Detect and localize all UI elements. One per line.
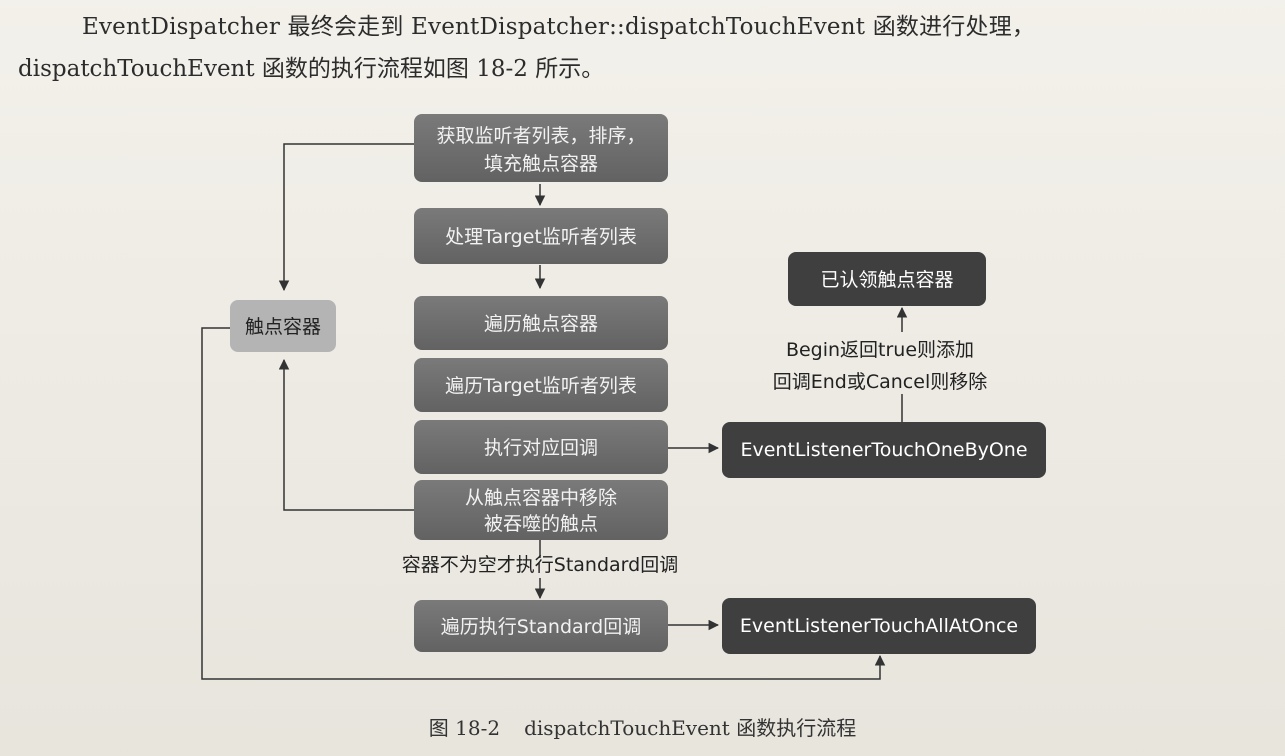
node-claimed-container: 已认领触点容器 <box>788 252 986 306</box>
figure-caption: 图 18-2 dispatchTouchEvent 函数执行流程 <box>0 712 1285 741</box>
iterate-touches-text: 遍历触点容器 <box>484 313 598 335</box>
paragraph-line-2: dispatchTouchEvent 函数的执行流程如图 18-2 所示。 <box>18 56 605 82</box>
get-listeners-text-1: 获取监听者列表，排序， <box>436 125 645 147</box>
claimed-container-text: 已认领触点容器 <box>820 269 953 291</box>
process-target-text: 处理Target监听者列表 <box>445 226 637 248</box>
node-touch-container: 触点容器 <box>230 300 336 352</box>
touch-container-text: 触点容器 <box>245 316 321 338</box>
begin-label-1: Begin返回true则添加 <box>786 339 974 361</box>
node-iterate-touches: 遍历触点容器 <box>414 296 668 350</box>
begin-label-2: 回调End或Cancel则移除 <box>773 371 987 393</box>
edge-label-begin: Begin返回true则添加 回调End或Cancel则移除 <box>773 339 987 393</box>
node-iterate-target: 遍历Target监听者列表 <box>414 358 668 412</box>
caption-figure-number: 图 18-2 <box>428 716 501 740</box>
iterate-standard-text: 遍历执行Standard回调 <box>441 616 641 638</box>
edge-container-to-allatonce <box>201 327 886 680</box>
node-all-at-once: EventListenerTouchAllAtOnce <box>722 598 1036 654</box>
remove-text-2: 被吞噬的触点 <box>484 513 598 535</box>
body-paragraph: EventDispatcher 最终会走到 EventDispatcher::d… <box>18 6 1268 90</box>
exec-callback-text: 执行对应回调 <box>484 437 598 459</box>
all-at-once-text: EventListenerTouchAllAtOnce <box>740 615 1018 637</box>
edge-remove-to-container <box>278 358 416 511</box>
edge-get-to-container <box>278 143 416 292</box>
node-remove-swallowed: 从触点容器中移除 被吞噬的触点 <box>414 480 668 540</box>
one-by-one-text: EventListenerTouchOneByOne <box>740 439 1027 461</box>
edge-label-not-empty: 容器不为空才执行Standard回调 <box>402 554 678 576</box>
node-iterate-standard: 遍历执行Standard回调 <box>414 600 668 652</box>
paragraph-line-1: EventDispatcher 最终会走到 EventDispatcher::d… <box>82 14 1036 40</box>
node-process-target: 处理Target监听者列表 <box>414 208 668 264</box>
remove-text-1: 从触点容器中移除 <box>465 487 617 509</box>
node-exec-callback: 执行对应回调 <box>414 420 668 474</box>
iterate-target-text: 遍历Target监听者列表 <box>445 375 637 397</box>
get-listeners-text-2: 填充触点容器 <box>484 153 598 175</box>
caption-title: dispatchTouchEvent 函数执行流程 <box>524 716 857 740</box>
node-get-listeners: 获取监听者列表，排序， 填充触点容器 <box>414 114 668 182</box>
edges <box>201 143 908 680</box>
node-one-by-one: EventListenerTouchOneByOne <box>722 422 1046 478</box>
